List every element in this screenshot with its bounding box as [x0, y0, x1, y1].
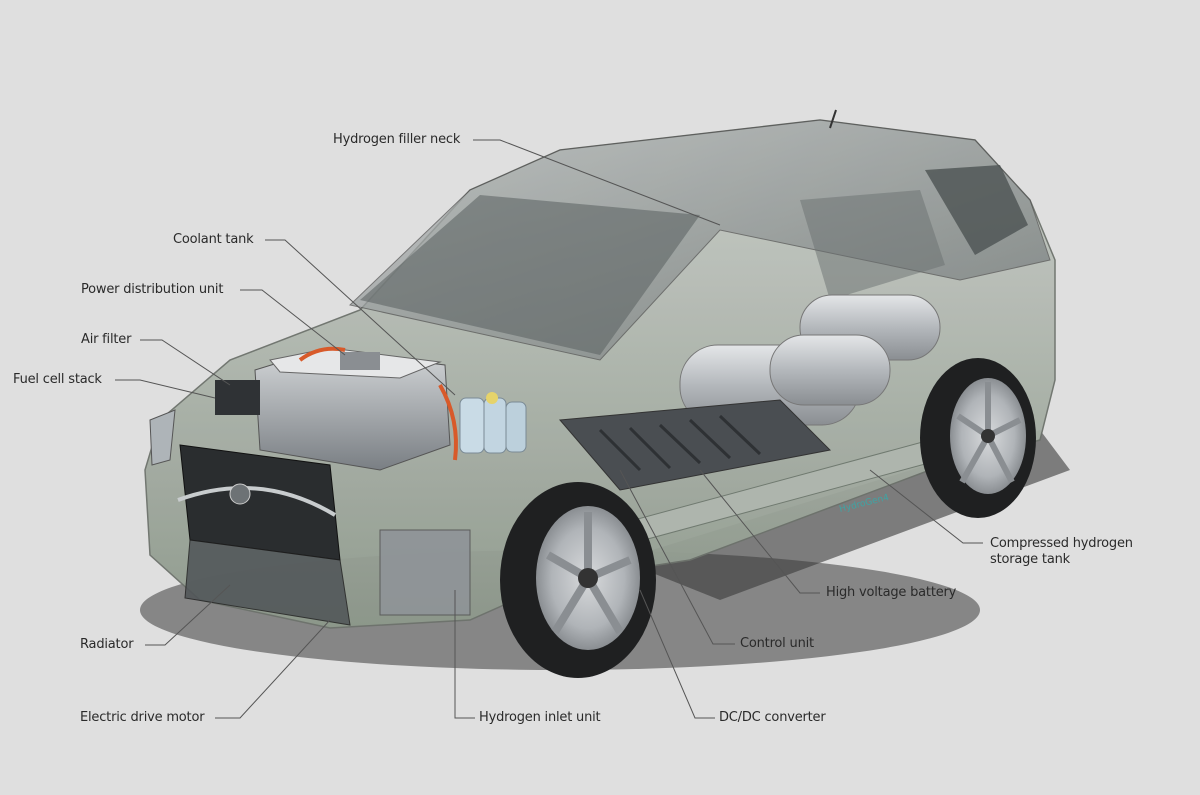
label-compressed-hydrogen-line1: Compressed hydrogen [990, 536, 1133, 551]
leader-lines [115, 139, 983, 719]
label-air-filter: Air filter [81, 332, 132, 347]
label-dc-dc-converter: DC/DC converter [719, 710, 826, 725]
label-radiator: Radiator [80, 637, 134, 652]
label-compressed-hydrogen-line2: storage tank [990, 552, 1070, 567]
label-compressed-hydrogen-storage-tank: Compressed hydrogen storage tank [990, 536, 1133, 568]
label-hydrogen-filler-neck: Hydrogen filler neck [333, 132, 461, 147]
label-control-unit: Control unit [740, 636, 814, 651]
label-power-distribution-unit: Power distribution unit [81, 282, 224, 297]
label-fuel-cell-stack: Fuel cell stack [13, 372, 102, 387]
label-coolant-tank: Coolant tank [173, 232, 254, 247]
label-hydrogen-inlet-unit: Hydrogen inlet unit [479, 710, 601, 725]
label-high-voltage-battery: High voltage battery [826, 585, 957, 600]
label-electric-drive-motor: Electric drive motor [80, 710, 205, 725]
